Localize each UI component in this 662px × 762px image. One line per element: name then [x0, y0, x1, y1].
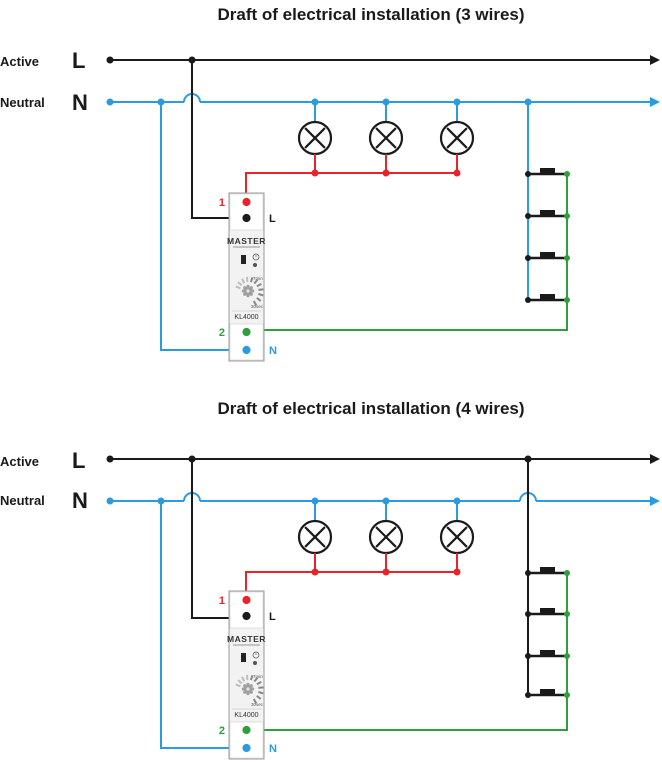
lamp	[439, 519, 475, 555]
device-brand: MASTER	[227, 236, 266, 246]
dial-scale	[235, 276, 264, 306]
lamp-indicator-icon	[253, 263, 257, 267]
pushbutton-group	[525, 168, 570, 303]
terminal-l: L	[241, 212, 276, 225]
terminal-label: 2	[219, 327, 225, 339]
terminal-l: L	[241, 610, 276, 623]
dial-max-label: 7min	[253, 276, 263, 281]
pushbutton-group	[525, 567, 570, 698]
device-model: KL4000	[234, 712, 258, 719]
pushbutton	[525, 608, 570, 617]
clock-icon	[252, 651, 260, 659]
device-neutral-wire	[160, 102, 246, 351]
dial-min-label: 30sec	[251, 304, 264, 309]
terminal-label: 1	[219, 197, 225, 209]
terminal-n: N	[241, 344, 277, 357]
mode-switch-icon	[241, 255, 246, 264]
diagram-title: Draft of electrical installation (4 wire…	[217, 399, 524, 418]
time-dial-knob	[241, 682, 255, 696]
terminal-1: 1	[219, 594, 252, 607]
active-rail	[106, 454, 660, 464]
lamp-neutral-wires	[314, 102, 458, 122]
pushbutton	[525, 210, 570, 219]
lamp-indicator-icon	[253, 661, 257, 665]
neutral-rail	[106, 93, 660, 107]
device-neutral-wire	[160, 501, 246, 749]
lamp-feed-wire	[245, 154, 461, 202]
rail-neutral-letter: N	[72, 488, 88, 513]
lamp	[368, 120, 404, 156]
dial-max-label: 7min	[253, 674, 263, 679]
terminal-label: L	[269, 213, 276, 225]
terminal-label: L	[269, 611, 276, 623]
diagram-3-wires: Draft of electrical installation (3 wire…	[0, 5, 660, 362]
pushbutton	[525, 650, 570, 659]
pushbutton	[525, 689, 570, 698]
terminal-2: 2	[219, 326, 252, 339]
lamp	[297, 120, 333, 156]
neutral-rail	[106, 492, 660, 506]
lamp	[368, 519, 404, 555]
rail-neutral-name: Neutral	[0, 95, 45, 110]
lamp	[439, 120, 475, 156]
terminal-2: 2	[219, 724, 252, 737]
terminal-label: 2	[219, 725, 225, 737]
terminal-label: 1	[219, 595, 225, 607]
mode-switch-icon	[241, 653, 246, 662]
lamp	[297, 519, 333, 555]
terminal-label: N	[269, 743, 277, 755]
pushbutton	[525, 567, 570, 576]
lamp-feed-wire	[245, 553, 461, 601]
rail-neutral-name: Neutral	[0, 493, 45, 508]
pushbutton-return-wire	[246, 573, 568, 731]
diagram-4-wires: Draft of electrical installation (4 wire…	[0, 399, 660, 760]
rail-active-letter: L	[72, 448, 85, 473]
pushbutton	[525, 168, 570, 177]
rail-neutral-letter: N	[72, 90, 88, 115]
pushbutton-return-wire	[246, 174, 568, 331]
terminal-1: 1	[219, 196, 252, 209]
lamp-group	[297, 519, 475, 555]
device-brand: MASTER	[227, 634, 266, 644]
terminal-n: N	[241, 742, 277, 755]
pushbutton	[525, 294, 570, 303]
lamp-group	[297, 120, 475, 156]
active-rail	[106, 55, 660, 65]
lamp-neutral-wires	[314, 501, 458, 521]
clock-icon	[252, 253, 260, 261]
rail-active-name: Active	[0, 54, 39, 69]
rail-active-name: Active	[0, 454, 39, 469]
dial-min-label: 30sec	[251, 702, 264, 707]
rail-active-letter: L	[72, 48, 85, 73]
diagram-title: Draft of electrical installation (3 wire…	[217, 5, 524, 24]
dial-scale	[235, 674, 264, 704]
live-feed-wire	[191, 60, 246, 219]
terminal-label: N	[269, 345, 277, 357]
pushbutton	[525, 252, 570, 261]
time-dial-knob	[241, 284, 255, 298]
device-model: KL4000	[234, 314, 258, 321]
